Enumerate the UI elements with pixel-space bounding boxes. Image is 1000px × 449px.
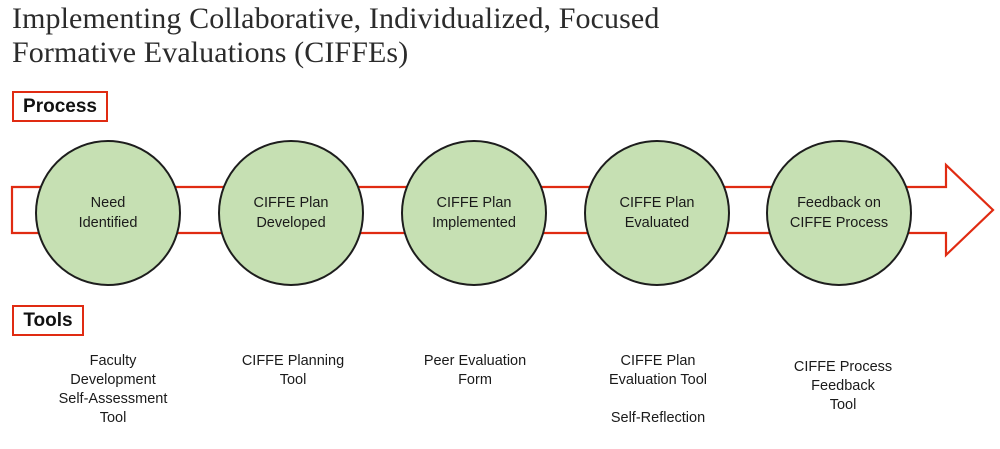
section-label-tools-text: Tools [23,309,73,331]
tool-item-ciffe-planning-tool: CIFFE Planning Tool [241,353,345,388]
section-label-process-text: Process [23,95,97,117]
process-step-need-identified[interactable]: Need Identified [35,140,181,286]
tool-item-faculty-development-self-assessment-tool: Faculty Development Self-Assessment Tool [58,353,168,426]
process-step-label: CIFFE Plan Implemented [432,195,516,231]
tool-item-peer-evaluation-form: Peer Evaluation Form [423,353,527,388]
process-step-label: CIFFE Plan Developed [253,195,329,231]
process-step-ciffe-plan-developed[interactable]: CIFFE Plan Developed [218,140,364,286]
section-label-tools: Tools [12,305,84,336]
process-step-ciffe-plan-evaluated[interactable]: CIFFE Plan Evaluated [584,140,730,286]
process-step-ciffe-plan-implemented[interactable]: CIFFE Plan Implemented [401,140,547,286]
page-title: Implementing Collaborative, Individualiz… [12,2,660,69]
process-step-label: Feedback on CIFFE Process [789,195,889,231]
process-step-label: CIFFE Plan Evaluated [619,195,695,231]
process-step-label: Need Identified [78,195,138,231]
tool-item-ciffe-process-feedback-tool: CIFFE Process Feedback Tool [793,359,893,413]
tool-item-ciffe-plan-evaluation-tool: CIFFE Plan Evaluation Tool Self-Reflecti… [608,353,708,426]
process-step-feedback-on-ciffe-process[interactable]: Feedback on CIFFE Process [766,140,912,286]
section-label-process: Process [12,91,108,122]
